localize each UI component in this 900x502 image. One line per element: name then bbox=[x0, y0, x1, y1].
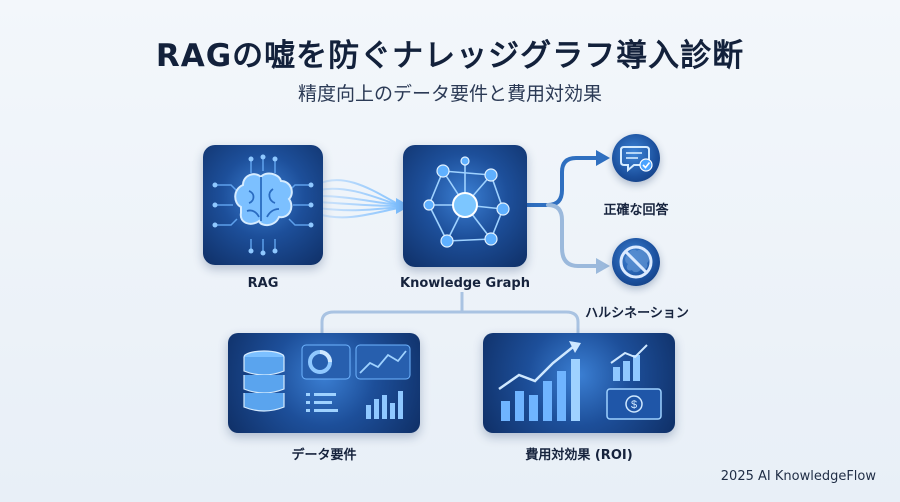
rag-tile bbox=[203, 145, 323, 265]
connector-accurate bbox=[525, 156, 600, 207]
data-requirements-label: データ要件 bbox=[291, 448, 357, 463]
roi-label: 費用対効果 (ROI) bbox=[525, 448, 633, 463]
flow-beam bbox=[317, 179, 399, 219]
brain-circuit-icon bbox=[212, 154, 314, 256]
accurate-answer-label: 正確な回答 bbox=[603, 203, 669, 218]
svg-text:$: $ bbox=[631, 399, 637, 411]
accurate-answer-badge bbox=[612, 134, 660, 182]
chat-check-icon bbox=[620, 146, 653, 173]
arrow-hallucination bbox=[596, 258, 610, 274]
hallucination-label: ハルシネーション bbox=[585, 306, 689, 321]
hallucination-badge bbox=[612, 238, 660, 286]
network-graph-icon bbox=[423, 156, 510, 248]
data-requirements-tile bbox=[228, 333, 420, 433]
footer-credit: 2025 AI KnowledgeFlow bbox=[720, 469, 876, 484]
rag-label: RAG bbox=[247, 276, 279, 291]
kg-tile bbox=[403, 145, 527, 267]
database-analytics-icon bbox=[243, 344, 411, 419]
prohibited-brain-icon bbox=[619, 245, 653, 279]
growth-chart-money-icon: $ bbox=[498, 341, 662, 421]
connector-bracket bbox=[320, 310, 580, 334]
arrow-accurate bbox=[596, 150, 610, 166]
page-subtitle: 精度向上のデータ要件と費用対効果 bbox=[297, 83, 602, 105]
kg-label: Knowledge Graph bbox=[400, 276, 530, 291]
roi-tile: $ bbox=[483, 333, 675, 433]
connector-hallucination bbox=[546, 203, 600, 268]
page-title: RAGの嘘を防ぐナレッジグラフ導入診断 bbox=[155, 38, 745, 74]
